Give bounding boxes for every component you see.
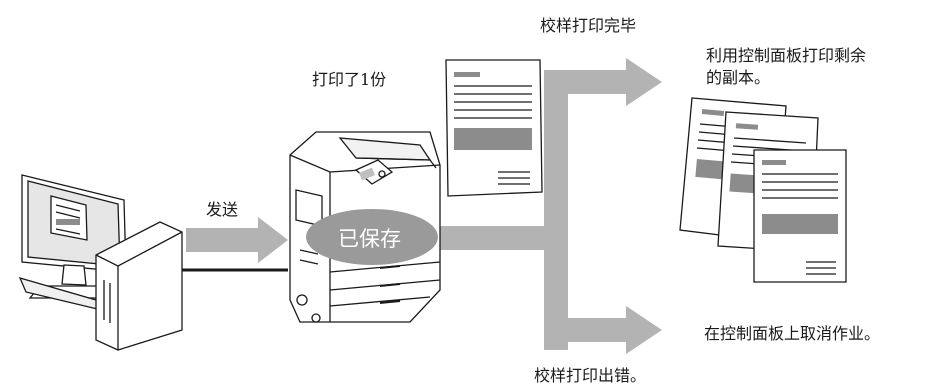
cancel-job-label: 在控制面板上取消作业。 [704,324,881,343]
proof-error-label: 校样打印出错。 [534,366,647,385]
send-arrow [186,217,288,263]
computer-icon [18,174,183,351]
flow-arrows [186,58,662,354]
saved-label: 已保存 [338,227,401,251]
proof-done-label: 校样打印完毕 [540,16,637,35]
print-remaining-label-line1: 利用控制面板打印剩余 [706,46,867,65]
lower-branch-arrow [544,306,662,354]
send-label: 发送 [206,200,239,219]
remaining-copies-icon [679,97,847,283]
print-remaining-label-line2: 的副本。 [706,68,771,87]
printed-one-label: 打印了1份 [312,70,387,89]
split-vertical [544,70,568,350]
upper-branch-arrow [544,58,662,106]
output-trunk [440,226,544,250]
saved-bubble [306,209,438,265]
proof-page-icon [445,59,543,197]
